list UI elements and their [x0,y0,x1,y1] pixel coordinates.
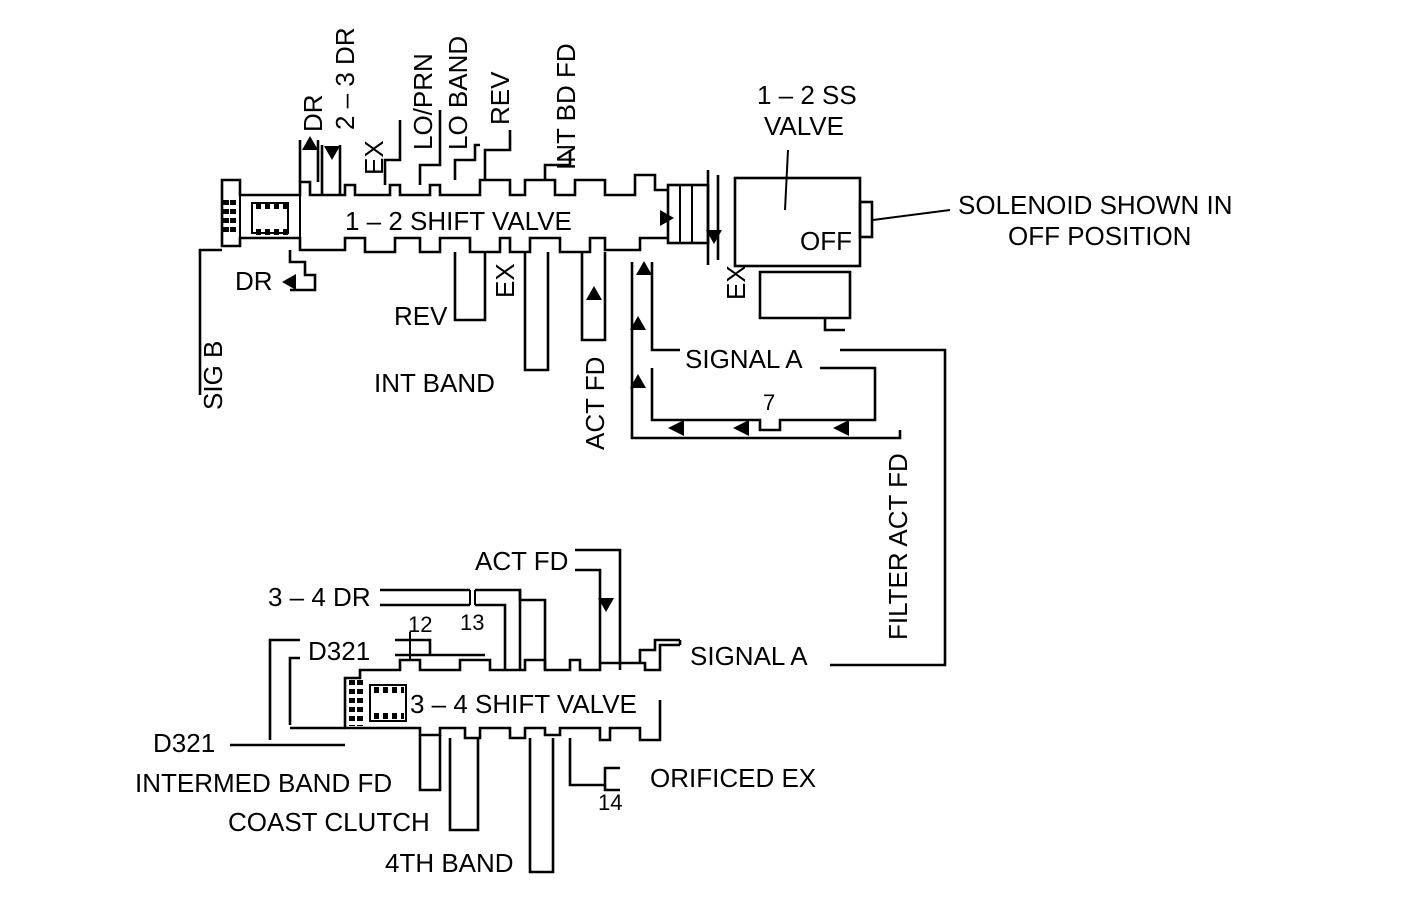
label-rev-bottom: REV [394,301,448,331]
label-intermed-band-fd: INTERMED BAND FD [135,768,392,798]
label-orifice-12: 12 [408,612,432,637]
label-act-fd-vertical: ACT FD [580,357,610,450]
label-sig-b: SIG B [198,341,228,410]
label-ex-solenoid: EX [721,265,751,300]
label-lo-band: LO BAND [443,36,473,150]
label-orifice-7: 7 [763,390,775,415]
label-d321-lower: D321 [153,728,215,758]
label-rev-top: REV [485,71,515,125]
label-dr-top: DR [298,94,328,132]
shift-valve-34-body [343,643,680,742]
label-solenoid-line2: OFF POSITION [1008,221,1191,251]
label-shift-valve-34: 3 – 4 SHIFT VALVE [410,689,637,719]
label-ss-valve-line1: 1 – 2 SS [757,80,857,110]
label-d321-upper: D321 [308,636,370,666]
upper-ports-34 [380,548,682,670]
lower-ports-12 [198,248,607,395]
label-dr-left: DR [235,266,273,296]
signal-a-lines-upper [630,261,947,667]
label-solenoid-line1: SOLENOID SHOWN IN [958,190,1232,220]
shift-valve-12-body [220,173,668,254]
label-filter-act-fd: FILTER ACT FD [883,453,913,640]
label-signal-a-upper: SIGNAL A [685,344,803,374]
label-orifice-13: 13 [460,610,484,635]
label-coast-clutch: COAST CLUTCH [228,807,430,837]
lower-ports-34 [230,638,620,874]
label-shift-valve-12: 1 – 2 SHIFT VALVE [345,206,572,236]
label-int-band: INT BAND [374,368,495,398]
label-2-3-dr: 2 – 3 DR [330,27,360,130]
label-int-bd-fd: INT BD FD [551,43,581,170]
label-orifice-14: 14 [598,790,622,815]
label-ss-valve-line2: VALVE [764,111,844,141]
label-lo-prn: LO/PRN [408,53,438,150]
label-3-4-dr: 3 – 4 DR [268,582,371,612]
label-ex-mid: EX [490,263,520,298]
label-4th-band: 4TH BAND [385,848,514,878]
label-signal-a-lower: SIGNAL A [690,641,808,671]
label-orificed-ex: ORIFICED EX [650,763,816,793]
upper-ports-12 [298,110,572,195]
label-ex-top: EX [359,140,389,175]
label-act-fd-lower: ACT FD [475,546,568,576]
label-off: OFF [800,226,852,256]
solenoid-1-2-ss [660,149,951,332]
